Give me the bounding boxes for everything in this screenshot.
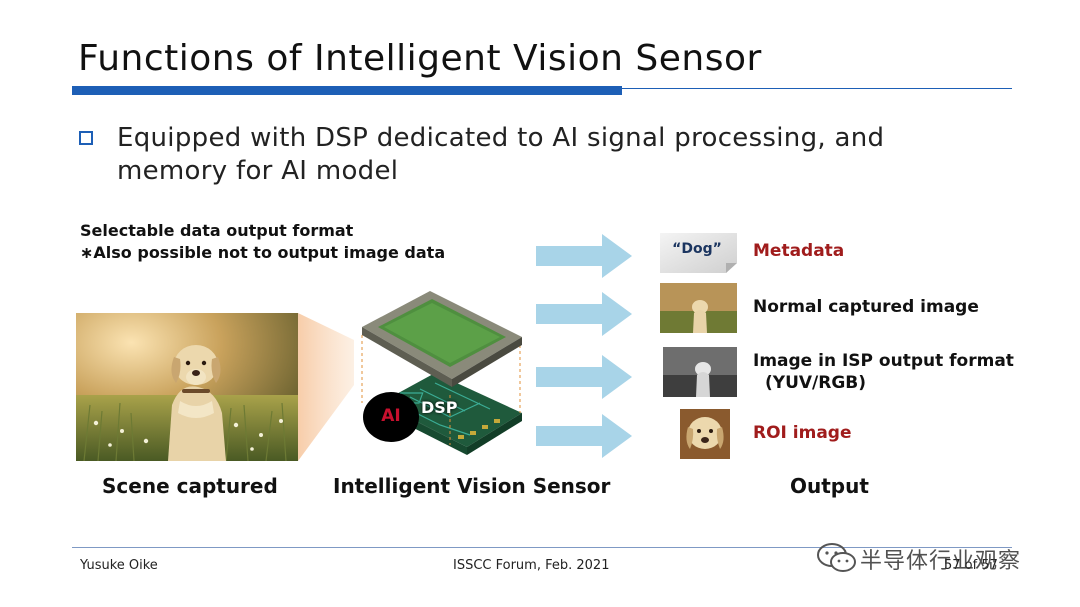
wechat-icon bbox=[817, 543, 856, 572]
note-line-1: Selectable data output format bbox=[80, 221, 354, 240]
stacked-sensor-chip bbox=[361, 291, 522, 455]
metadata-tag-text: “Dog” bbox=[672, 241, 722, 257]
title-underline-thin bbox=[622, 88, 1012, 89]
output-label-normal: Normal captured image bbox=[753, 297, 979, 317]
title-underline-thick bbox=[72, 86, 622, 95]
dsp-label: DSP bbox=[421, 398, 458, 417]
arrow-roi-image bbox=[536, 414, 632, 458]
metadata-tag bbox=[660, 233, 737, 273]
footer-event: ISSCC Forum, Feb. 2021 bbox=[453, 558, 610, 573]
bullet-text: Equipped with DSP dedicated to AI signal… bbox=[117, 123, 885, 186]
arrow-normal-image bbox=[536, 292, 632, 336]
footer-page-number: 57 of 57 bbox=[944, 558, 998, 573]
normal-image-thumbnail bbox=[660, 283, 737, 333]
ai-label: AI bbox=[381, 406, 401, 426]
caption-scene: Scene captured bbox=[102, 474, 278, 498]
arrow-metadata bbox=[536, 234, 632, 278]
output-format-note: Selectable data output format ∗Also poss… bbox=[80, 220, 445, 264]
bullet-square-icon bbox=[79, 131, 93, 145]
roi-image-thumbnail bbox=[680, 409, 730, 459]
footer-author: Yusuke Oike bbox=[80, 558, 158, 573]
output-label-isp-format: (YUV/RGB) bbox=[765, 373, 867, 393]
projection-beam bbox=[298, 313, 354, 461]
ai-badge bbox=[363, 392, 419, 442]
footer-divider bbox=[72, 547, 1012, 548]
arrow-isp-image bbox=[536, 355, 632, 399]
output-label-metadata: Metadata bbox=[753, 241, 845, 261]
watermark-text: 半导体行业观察 bbox=[860, 549, 1022, 574]
scene-dog-photo bbox=[76, 313, 298, 461]
isp-image-thumbnail bbox=[663, 347, 737, 397]
slide-title: Functions of Intelligent Vision Sensor bbox=[78, 38, 762, 79]
caption-sensor: Intelligent Vision Sensor bbox=[333, 474, 611, 498]
caption-output: Output bbox=[790, 474, 869, 498]
note-line-2: ∗Also possible not to output image data bbox=[80, 243, 446, 262]
output-label-isp: Image in ISP output format bbox=[753, 351, 1014, 371]
output-label-roi: ROI image bbox=[753, 423, 852, 443]
